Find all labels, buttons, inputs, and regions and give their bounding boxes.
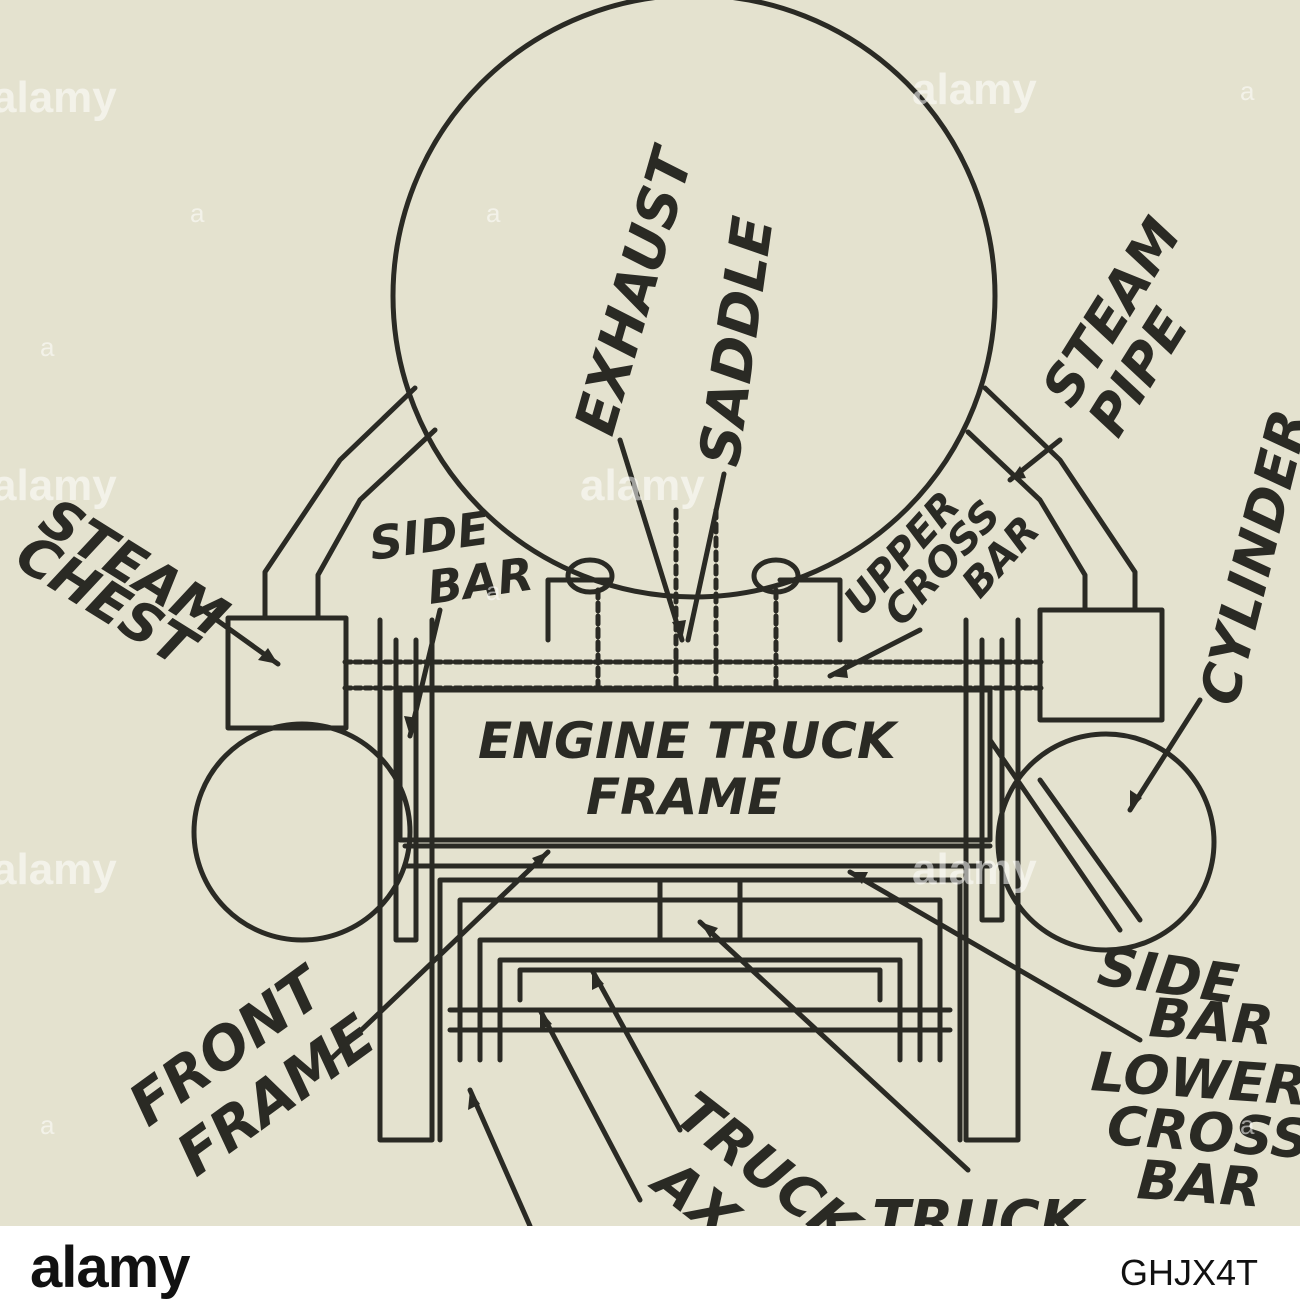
watermark-brand: alamy [580, 461, 705, 510]
truck-pin-arrow [467, 1087, 533, 1229]
left-steam-pipe-inner [315, 427, 438, 621]
arrow-head [850, 872, 868, 884]
truck-axle-arrow [589, 967, 683, 1133]
arrow-head [672, 620, 686, 640]
truck-swing-arrow [537, 1007, 643, 1203]
truck-frame-inner [457, 897, 943, 1063]
truck-swing [477, 937, 923, 1063]
engine-truck-label-2: FRAME [586, 768, 781, 826]
left-side-bar [377, 617, 435, 1143]
truck-arrow [697, 919, 971, 1173]
arrow-head [700, 922, 718, 938]
side-bar-right-label-2: BAR [1147, 986, 1276, 1058]
arrow-head [532, 852, 548, 868]
right-cylinder [995, 731, 1217, 953]
cylinder-arrow [1127, 697, 1203, 813]
watermark-mark: a [1240, 1110, 1255, 1140]
truck-axle [517, 967, 883, 1003]
lower-cross-label-2: CROSS [1105, 1094, 1300, 1171]
footer-brand-logo: alamy [30, 1235, 190, 1300]
arrow-head [404, 716, 418, 736]
cylinder-section-line [1037, 777, 1143, 923]
arrow-head [592, 970, 604, 990]
lower-cross-label-1: LOWER [1089, 1040, 1300, 1118]
watermark-mark: a [1240, 76, 1255, 106]
arrow-head [468, 1090, 480, 1110]
saddle-arrow [685, 471, 727, 643]
right-bolt-head [751, 557, 801, 595]
right-steam-pipe [982, 385, 1138, 613]
lower-cross-label-3: BAR [1135, 1148, 1264, 1220]
left-steam-pipe [262, 385, 418, 621]
watermark: alamy alamy alamy alamy alamy alamy a a … [0, 65, 1255, 1140]
arrow-head [830, 664, 848, 678]
right-side-bar-inner [979, 637, 1005, 923]
right-steam-pipe-inner [965, 429, 1088, 613]
saddle-bearing-right [777, 577, 843, 643]
arrow-head [1010, 466, 1026, 480]
left-bolt-head [565, 557, 615, 595]
watermark-mark: a [40, 332, 55, 362]
truck-frame-outer [437, 877, 963, 1143]
arrow-head [540, 1010, 552, 1030]
left-cylinder [191, 721, 413, 943]
engine-truck-diagram: EXHAUST SADDLE STEAM PIPE CYLINDER STEAM… [0, 0, 1300, 1263]
footer-image-code: GHJX4T [1119, 1252, 1258, 1293]
watermark-brand: alamy [0, 845, 117, 894]
saddle-bearing-left [545, 577, 613, 643]
saddle-circle [390, 0, 998, 600]
watermark-mark: a [486, 198, 501, 228]
exhaust-arrow [617, 437, 685, 643]
watermark-brand: alamy [912, 65, 1037, 114]
side-bar-right-arrow [987, 737, 1123, 933]
arrow-heads [258, 466, 1142, 1110]
right-steam-chest [1037, 607, 1165, 723]
arrow-head [1130, 790, 1142, 810]
lower-cross-arrow [847, 869, 1143, 1043]
side-bar-top-arrow [407, 607, 443, 739]
front-frame-arrow [327, 849, 551, 1063]
stock-footer: alamy GHJX4T [0, 1226, 1300, 1315]
watermark-brand: alamy [0, 461, 117, 510]
watermark-brand: alamy [912, 845, 1037, 894]
right-side-bar [963, 617, 1021, 1143]
left-steam-chest [225, 615, 349, 731]
watermark-mark: a [486, 576, 501, 606]
truck-label: TRUCK [872, 1189, 1087, 1226]
arrow-head [258, 648, 278, 664]
engine-truck-label-1: ENGINE TRUCK [478, 712, 899, 770]
watermark-brand: alamy [0, 73, 117, 122]
left-side-bar-inner [393, 637, 419, 943]
watermark-mark: a [190, 198, 205, 228]
watermark-mark: a [40, 1110, 55, 1140]
